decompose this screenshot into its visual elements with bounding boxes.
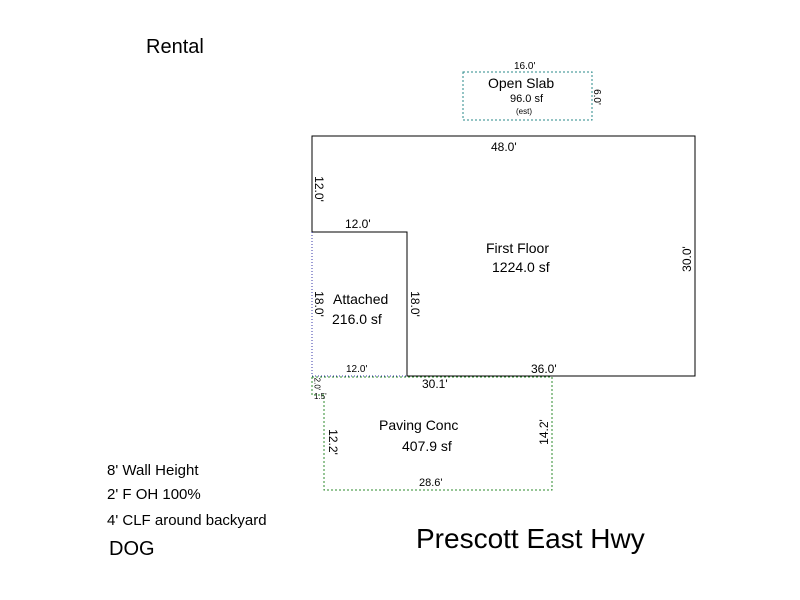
- attached-left-dimension: 18.0': [311, 291, 326, 317]
- attached-right-dimension: 18.0': [407, 291, 422, 317]
- paving-left-dimension: 12.2': [325, 429, 340, 455]
- attached-top-dimension: 12.0': [345, 217, 371, 231]
- note-wall-height: 8' Wall Height: [107, 462, 199, 479]
- open-slab-side-dimension: 6.0': [590, 89, 602, 105]
- open-slab-top-dimension: 16.0': [514, 61, 536, 72]
- open-slab-name: Open Slab: [488, 75, 555, 91]
- first-floor-outline: [311, 135, 696, 377]
- attached-name: Attached: [333, 291, 389, 307]
- note-dog: DOG: [109, 538, 155, 560]
- paving-small-dimension-a: 2.0': [312, 377, 322, 391]
- paving-small-dimension-b: 1.5': [314, 392, 327, 401]
- open-slab-area: 96.0 sf: [510, 93, 544, 105]
- first-floor-bottom-dimension: 36.0': [531, 362, 557, 376]
- paving-name: Paving Conc: [379, 417, 459, 433]
- street-name: Prescott East Hwy: [416, 523, 645, 554]
- open-slab-est: (est): [516, 107, 532, 116]
- rental-label: Rental: [146, 36, 204, 58]
- first-floor-right-dimension: 30.0': [679, 246, 694, 272]
- attached-area: 216.0 sf: [332, 311, 382, 327]
- attached-bottom-dimension: 12.0': [346, 364, 368, 375]
- paving-top-dimension: 30.1': [422, 377, 448, 391]
- paving-right-dimension: 14.2': [536, 419, 551, 445]
- paving-area: 407.9 sf: [402, 438, 452, 454]
- first-floor-name: First Floor: [486, 240, 549, 256]
- note-fence: 4' CLF around backyard: [107, 512, 267, 529]
- first-floor-top-dimension: 48.0': [491, 140, 517, 154]
- paving-bottom-dimension: 28.6': [419, 477, 443, 489]
- first-floor-left-dimension: 12.0': [311, 176, 326, 202]
- paving-outline: [311, 376, 553, 491]
- open-slab-outline: [462, 71, 593, 121]
- first-floor-area: 1224.0 sf: [492, 259, 550, 275]
- note-overhang: 2' F OH 100%: [107, 486, 201, 503]
